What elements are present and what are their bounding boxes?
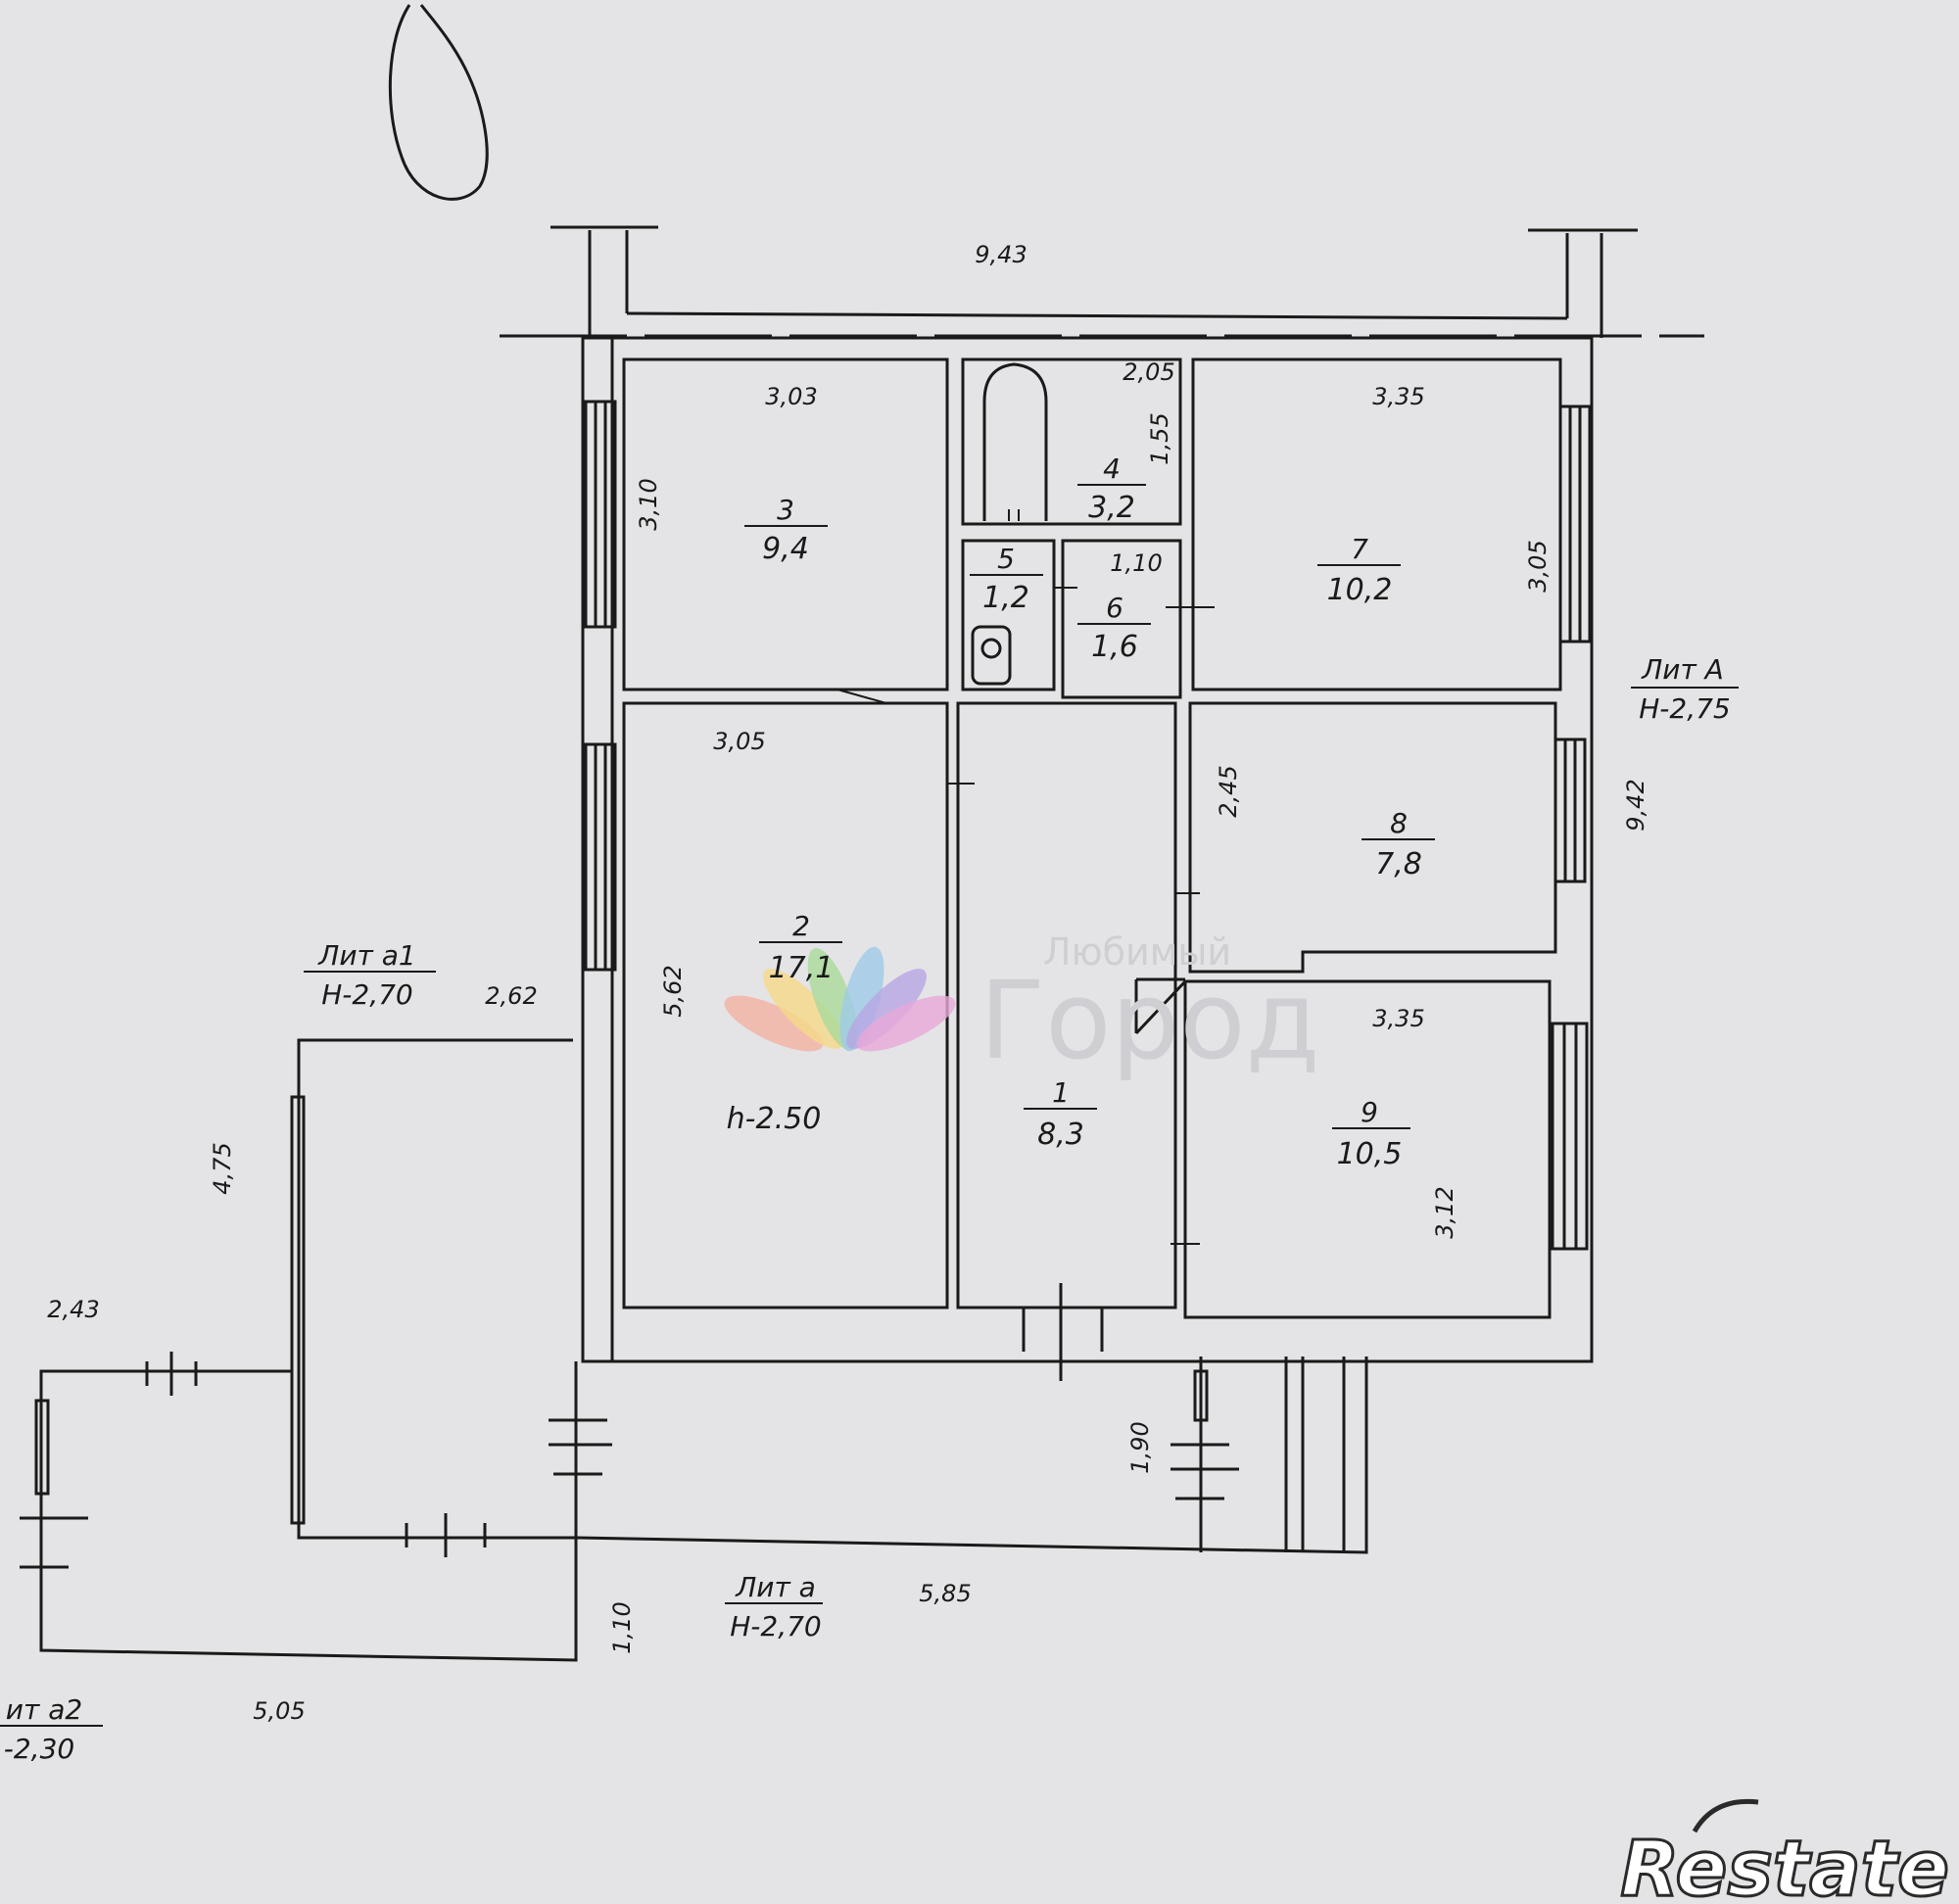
room-2-number: 2 <box>792 910 810 942</box>
watermark-line2: Город <box>980 958 1320 1083</box>
room-3-number: 3 <box>777 494 794 526</box>
dim-room6-width: 1,10 <box>1110 549 1162 577</box>
dim-a-depth: 1,90 <box>1126 1421 1154 1473</box>
window-left-1 <box>584 400 617 629</box>
main-building-outline <box>581 336 1594 1363</box>
dim-a1-width: 2,62 <box>485 982 537 1010</box>
room-3-area: 9,4 <box>762 532 809 566</box>
dim-a-side: 1,10 <box>608 1601 636 1653</box>
dim-room7-depth: 3,05 <box>1524 540 1552 592</box>
room-9-number: 9 <box>1361 1096 1378 1128</box>
room-2-area: 17,1 <box>769 951 835 985</box>
brand-restate: Restate <box>1620 1826 1949 1904</box>
liter-a-main-height: H-2,75 <box>1639 692 1731 725</box>
room-2-height: h-2.50 <box>727 1102 822 1136</box>
window-a2 <box>34 1399 50 1496</box>
room-4-number: 4 <box>1103 452 1121 485</box>
room-6-area: 1,6 <box>1091 630 1138 664</box>
room-1-outline <box>956 701 1177 1309</box>
dim-room8-depth: 2,45 <box>1215 765 1242 817</box>
window-right-2 <box>1553 738 1587 883</box>
dim-room4-depth: 1,55 <box>1146 412 1173 464</box>
dim-top-total: 9,43 <box>975 241 1027 268</box>
room-6-outline <box>1061 539 1182 699</box>
room-5-outline <box>961 539 1056 691</box>
room-8-area: 7,8 <box>1375 847 1422 881</box>
dim-a1-depth: 4,75 <box>209 1142 236 1194</box>
room-7-number: 7 <box>1351 533 1368 565</box>
dim-room2-depth: 5,62 <box>659 965 687 1017</box>
liter-a1-height: H-2,70 <box>321 978 413 1011</box>
room-9-outline <box>1183 979 1552 1319</box>
liter-a-name: Лит а <box>735 1571 816 1603</box>
room-9-area: 10,5 <box>1337 1137 1403 1171</box>
dim-room9-depth: 3,12 <box>1431 1186 1458 1238</box>
room-5-number: 5 <box>997 543 1015 575</box>
dim-room7-width: 3,35 <box>1372 383 1424 410</box>
room-4-outline <box>961 357 1182 526</box>
dim-room9-width: 3,35 <box>1372 1005 1424 1032</box>
liter-a2-height: -2,30 <box>4 1733 74 1765</box>
liter-a2-name: ит а2 <box>6 1693 82 1726</box>
bathtub-icon <box>982 362 1048 521</box>
window-right-1 <box>1558 405 1592 643</box>
room-5-area: 1,2 <box>982 581 1029 615</box>
liter-a-main-name: Лит А <box>1641 653 1724 686</box>
dim-room4-width: 2,05 <box>1123 358 1174 386</box>
room-8-outline <box>1188 701 1557 974</box>
decorative-oval <box>388 4 489 201</box>
room-7-area: 10,2 <box>1327 573 1393 607</box>
toilet-icon <box>971 625 1012 686</box>
watermark-line1: Любимый <box>1043 930 1231 974</box>
annex-a-outline <box>577 1357 1368 1554</box>
room-8-number: 8 <box>1390 807 1408 839</box>
dim-a2-bottom: 5,05 <box>253 1697 305 1725</box>
liter-a-height: H-2,70 <box>730 1610 822 1642</box>
dim-room2-width: 3,05 <box>713 728 765 755</box>
watermark-logo: Любимый Город <box>724 930 1320 1083</box>
annex-a1-outline <box>297 1038 578 1540</box>
room-1-number: 1 <box>1052 1076 1070 1109</box>
dim-right-total: 9,42 <box>1622 779 1649 831</box>
room-4-area: 3,2 <box>1088 491 1135 525</box>
dim-room3-width: 3,03 <box>765 383 817 410</box>
room-1-area: 8,3 <box>1037 1118 1084 1152</box>
dim-a-width: 5,85 <box>919 1580 971 1607</box>
liter-a1-name: Лит а1 <box>317 939 415 972</box>
window-right-3 <box>1551 1022 1589 1251</box>
brand-swoosh <box>1692 1798 1759 1833</box>
room-6-number: 6 <box>1106 592 1123 624</box>
room-3-outline <box>622 357 949 691</box>
dim-a2-width: 2,43 <box>47 1296 99 1323</box>
annex-a2-outline <box>39 1361 578 1662</box>
dim-room3-depth: 3,10 <box>635 478 662 530</box>
window-a1 <box>290 1095 306 1525</box>
window-left-2 <box>584 742 617 972</box>
